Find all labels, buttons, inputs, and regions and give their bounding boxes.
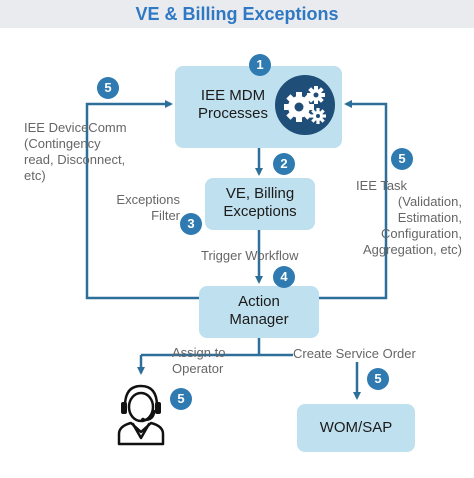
arrow-ieetask-loop (319, 100, 388, 300)
trigger-workflow-label: Trigger Workflow (201, 248, 299, 263)
arrow-devicecomm-loop (85, 100, 199, 300)
step-badge-5-wom: 5 (367, 368, 389, 390)
mdm-label: IEE MDM Processes (197, 87, 269, 122)
operator-headset-icon (113, 380, 169, 446)
step-badge-4: 4 (273, 266, 295, 288)
step-badge-5-operator: 5 (170, 388, 192, 410)
step-badge-5-ieetask: 5 (391, 148, 413, 170)
ve-billing-exceptions-box: VE, Billing Exceptions (205, 178, 315, 230)
step-badge-3: 3 (180, 213, 202, 235)
action-manager-box: Action Manager (199, 286, 319, 338)
devicecomm-label: IEE DeviceComm (Contingency read, Discon… (24, 120, 127, 183)
gears-icon (275, 75, 335, 135)
assign-to-operator-label: Assign to Operator (172, 345, 226, 376)
step-badge-1: 1 (249, 54, 271, 76)
create-service-order-label: Create Service Order (293, 346, 453, 362)
step-badge-5-devicecomm: 5 (97, 77, 119, 99)
diagram-title: VE & Billing Exceptions (0, 0, 474, 28)
step-badge-2: 2 (273, 153, 295, 175)
exceptions-filter-label: Exceptions Filter (116, 192, 180, 223)
wom-sap-box: WOM/SAP (297, 404, 415, 452)
ieetask-label: IEE Task (Validation, Estimation, Config… (356, 178, 462, 257)
